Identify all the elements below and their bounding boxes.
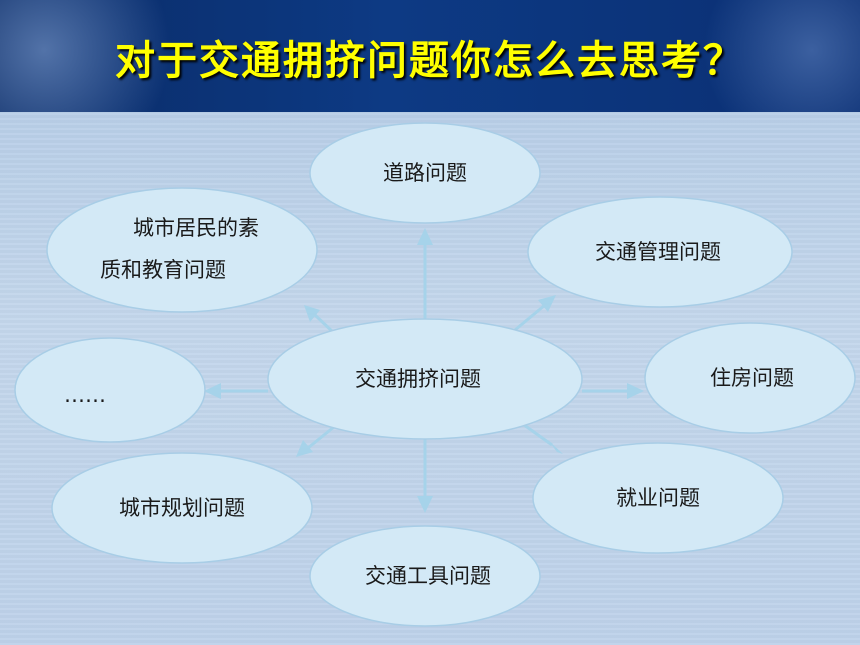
node-citizen-education: 城市居民的素 质和教育问题 bbox=[46, 187, 318, 313]
node-urban-planning-shape bbox=[51, 452, 313, 564]
arrowhead-vehicles bbox=[417, 496, 433, 513]
node-urban-planning-label: 城市规划问题 bbox=[119, 496, 245, 520]
node-ellipsis-shape bbox=[14, 337, 206, 443]
node-traffic-management-label: 交通管理问题 bbox=[595, 240, 721, 264]
node-ellipsis-label: …… bbox=[64, 383, 106, 407]
node-employment-shape bbox=[532, 442, 784, 554]
node-road-shape bbox=[309, 122, 541, 224]
arrowhead-ellipsis bbox=[204, 383, 221, 399]
node-housing: 住房问题 bbox=[644, 322, 856, 434]
node-employment: 就业问题 bbox=[532, 442, 784, 554]
node-traffic-management-shape bbox=[527, 196, 793, 308]
node-citizen-education-shape bbox=[46, 187, 318, 313]
arrowhead-traffic-management bbox=[538, 295, 556, 312]
node-housing-shape bbox=[644, 322, 856, 434]
slide-title: 对于交通拥挤问题你怎么去思考？ bbox=[115, 38, 745, 84]
slide-header: 对于交通拥挤问题你怎么去思考？ bbox=[0, 0, 860, 112]
arrowhead-road bbox=[417, 228, 433, 245]
arrow-to-traffic-management bbox=[514, 303, 546, 332]
node-vehicles-label: 交通工具问题 bbox=[365, 564, 491, 588]
node-citizen-education-label-line-1: 城市居民的素 bbox=[133, 216, 259, 240]
node-center-label: 交通拥挤问题 bbox=[355, 367, 481, 391]
node-center-shape bbox=[267, 318, 583, 440]
node-citizen-education-label-line-2: 质和教育问题 bbox=[100, 258, 226, 282]
arrowhead-citizen-education bbox=[304, 305, 320, 322]
node-housing-label: 住房问题 bbox=[710, 366, 794, 390]
arrowhead-employment bbox=[548, 440, 563, 454]
node-ellipsis: …… bbox=[14, 337, 206, 443]
node-vehicles: 交通工具问题 bbox=[309, 525, 541, 627]
node-traffic-management: 交通管理问题 bbox=[527, 196, 793, 308]
arrowhead-housing bbox=[627, 383, 644, 399]
node-employment-label: 就业问题 bbox=[616, 486, 700, 510]
node-road: 道路问题 bbox=[309, 122, 541, 224]
arrowhead-urban-planning bbox=[296, 440, 313, 457]
node-center: 交通拥挤问题 bbox=[267, 318, 583, 440]
node-road-label: 道路问题 bbox=[383, 161, 467, 185]
node-urban-planning: 城市规划问题 bbox=[51, 452, 313, 564]
diagram-panel: 道路问题 交通管理问题 住房问题 就业问题 交通工具问题 城市规划问题 …… bbox=[0, 112, 860, 645]
node-vehicles-shape bbox=[309, 525, 541, 627]
arrows bbox=[204, 228, 644, 513]
mind-map-diagram: 道路问题 交通管理问题 住房问题 就业问题 交通工具问题 城市规划问题 …… bbox=[14, 122, 856, 627]
